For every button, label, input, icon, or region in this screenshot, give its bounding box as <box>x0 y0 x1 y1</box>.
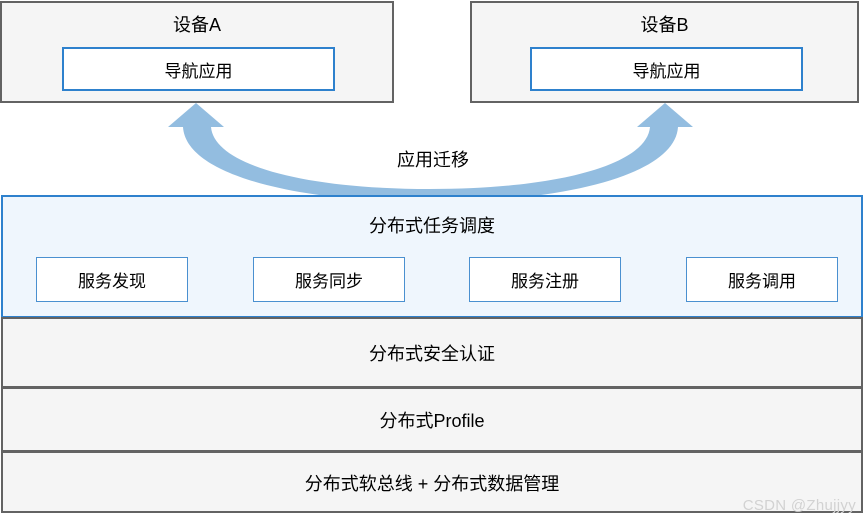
layer-distributed-task-scheduling: 分布式任务调度 服务发现 服务同步 服务注册 服务调用 <box>1 195 863 318</box>
layer-scheduling-title: 分布式任务调度 <box>369 216 495 236</box>
layer-softbus-title: 分布式软总线 + 分布式数据管理 <box>304 474 560 494</box>
service-box-registration[interactable]: 服务注册 <box>469 257 621 302</box>
application-migration-label: 应用迁移 <box>397 150 469 170</box>
device-b-navigation-app-box[interactable]: 导航应用 <box>530 47 803 91</box>
service-box-sync[interactable]: 服务同步 <box>253 257 405 302</box>
device-b-title: 设备B <box>640 15 689 35</box>
device-b-panel: 设备B 导航应用 <box>470 1 859 103</box>
watermark: CSDN @Zhujjyy <box>742 497 856 514</box>
layer-security-title: 分布式安全认证 <box>369 344 495 364</box>
layer-distributed-security-auth: 分布式安全认证 <box>1 317 863 388</box>
service-box-invocation[interactable]: 服务调用 <box>686 257 838 302</box>
service-box-discovery[interactable]: 服务发现 <box>36 257 188 302</box>
device-a-navigation-app-box[interactable]: 导航应用 <box>62 47 335 91</box>
layer-profile-title: 分布式Profile <box>379 411 485 431</box>
device-a-panel: 设备A 导航应用 <box>0 1 394 103</box>
layer-distributed-profile: 分布式Profile <box>1 387 863 452</box>
layer-distributed-softbus-data-management: 分布式软总线 + 分布式数据管理 <box>1 451 863 513</box>
device-a-title: 设备A <box>172 15 221 35</box>
